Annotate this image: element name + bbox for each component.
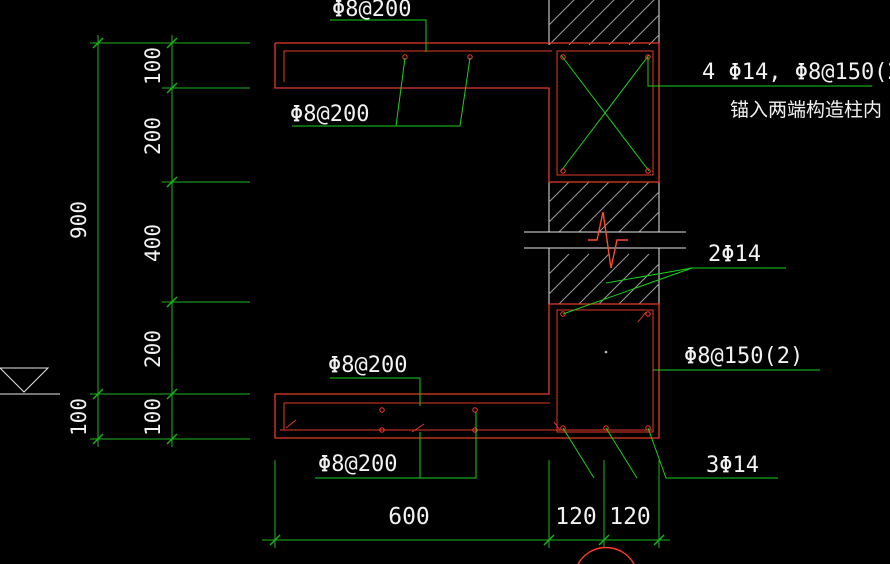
dim-inner-400: 400 (141, 224, 165, 262)
section-circle-icon (577, 546, 635, 564)
label-column-top-2: 锚入两端构造柱内 (730, 99, 882, 121)
dim-bottom-600: 600 (388, 504, 430, 530)
dim-total-900: 900 (67, 201, 91, 239)
dim-bottom-120-right: 120 (609, 504, 651, 530)
label-top-bar-upper: Φ8@200 (332, 0, 411, 22)
label-bottom-bar-upper: Φ8@200 (328, 353, 407, 378)
label-column-top-1: 4 Φ14, Φ8@150(2) (702, 60, 890, 85)
dim-bottom-120-left: 120 (555, 504, 597, 530)
label-top-bar-lower: Φ8@200 (290, 102, 369, 127)
dim-inner-200-upper: 200 (141, 117, 165, 155)
label-bottom-long-bars: 3Φ14 (706, 453, 759, 478)
label-column-bottom: Φ8@150(2) (684, 344, 803, 369)
reinforcement (280, 50, 654, 433)
leader-lines (292, 19, 872, 479)
dimension-lines (90, 35, 670, 548)
dim-inner-100-bottom: 100 (141, 398, 165, 436)
break-line-icon (524, 211, 686, 269)
level-mark-icon (0, 367, 60, 395)
concrete-outline (274, 42, 660, 439)
dim-inner-100-top: 100 (141, 47, 165, 85)
label-bottom-bar-lower: Φ8@200 (318, 452, 397, 477)
wall-section (548, 0, 660, 304)
dim-outer-100: 100 (67, 398, 91, 436)
dim-inner-200-lower: 200 (141, 330, 165, 368)
label-mid-bars: 2Φ14 (708, 242, 761, 267)
